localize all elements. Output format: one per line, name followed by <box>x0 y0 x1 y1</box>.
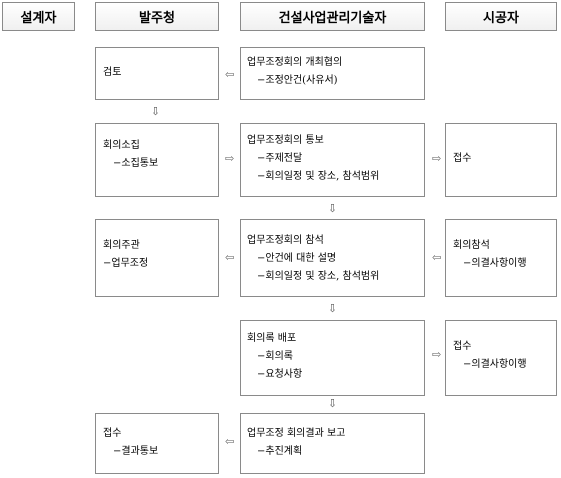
right-arrow-icon: ⇨ <box>432 348 442 361</box>
cm-step-3: 업무조정회의 참석 −안건에 대한 설명 −회의일정 및 장소, 참석범위 <box>240 219 425 297</box>
client-step-3-title: 회의주관 <box>103 240 140 251</box>
client-step-2: 회의소집 −소집통보 <box>95 123 219 197</box>
client-step-1-title: 검토 <box>103 67 122 78</box>
cm-step-3-item-2: −회의일정 및 장소, 참석범위 <box>257 271 380 282</box>
client-step-5: 접수 −결과통보 <box>95 413 219 474</box>
down-arrow-icon: ⇩ <box>328 397 338 410</box>
header-contractor: 시공자 <box>445 2 557 31</box>
contractor-step-3-title: 회의참석 <box>453 240 490 251</box>
contractor-step-3: 회의참석 −의결사항이행 <box>445 219 557 297</box>
client-step-2-title: 회의소집 <box>103 140 140 151</box>
contractor-step-2: 접수 <box>445 123 557 197</box>
left-arrow-icon: ⇦ <box>225 435 235 448</box>
cm-step-1-item-1: −조정안건(사유서) <box>257 75 338 86</box>
cm-step-2-item-2: −회의일정 및 장소, 참석범위 <box>257 171 380 182</box>
right-arrow-icon: ⇨ <box>432 152 442 165</box>
down-arrow-icon: ⇩ <box>151 105 161 118</box>
client-step-5-item-1: −결과통보 <box>113 446 159 457</box>
client-step-2-item-1: −소집통보 <box>113 158 159 169</box>
cm-step-3-title: 업무조정회의 참석 <box>247 235 324 246</box>
client-step-5-title: 접수 <box>103 428 122 439</box>
header-cm: 건설사업관리기술자 <box>240 2 425 31</box>
cm-step-4: 회의록 배포 −회의록 −요청사항 <box>240 320 425 396</box>
contractor-step-3-item-1: −의결사항이행 <box>463 258 527 269</box>
left-arrow-icon: ⇦ <box>225 251 235 264</box>
contractor-step-4-title: 접수 <box>453 341 472 352</box>
cm-step-5-item-1: −추진계획 <box>257 446 303 457</box>
header-designer: 설계자 <box>2 2 75 31</box>
cm-step-3-item-1: −안건에 대한 설명 <box>257 253 337 264</box>
cm-step-2-item-1: −주제전달 <box>257 153 303 164</box>
cm-step-2: 업무조정회의 통보 −주제전달 −회의일정 및 장소, 참석범위 <box>240 123 425 197</box>
cm-step-4-item-2: −요청사항 <box>257 369 303 380</box>
client-step-3-item-1: −업무조정 <box>103 258 149 269</box>
client-step-1: 검토 <box>95 47 219 100</box>
contractor-step-4: 접수 −의결사항이행 <box>445 320 557 396</box>
down-arrow-icon: ⇩ <box>328 202 338 215</box>
client-step-3: 회의주관 −업무조정 <box>95 219 219 297</box>
contractor-step-4-item-1: −의결사항이행 <box>463 359 527 370</box>
left-arrow-icon: ⇦ <box>432 251 442 264</box>
cm-step-1: 업무조정회의 개최협의 −조정안건(사유서) <box>240 47 425 100</box>
down-arrow-icon: ⇩ <box>328 302 338 315</box>
cm-step-2-title: 업무조정회의 통보 <box>247 135 324 146</box>
header-client: 발주청 <box>95 2 219 31</box>
cm-step-4-item-1: −회의록 <box>257 351 293 362</box>
cm-step-5-title: 업무조정 회의결과 보고 <box>247 428 346 439</box>
contractor-step-2-title: 접수 <box>453 153 472 164</box>
cm-step-5: 업무조정 회의결과 보고 −추진계획 <box>240 413 425 474</box>
left-arrow-icon: ⇦ <box>225 68 235 81</box>
cm-step-4-title: 회의록 배포 <box>247 333 297 344</box>
cm-step-1-title: 업무조정회의 개최협의 <box>247 57 343 68</box>
right-arrow-icon: ⇨ <box>225 152 235 165</box>
